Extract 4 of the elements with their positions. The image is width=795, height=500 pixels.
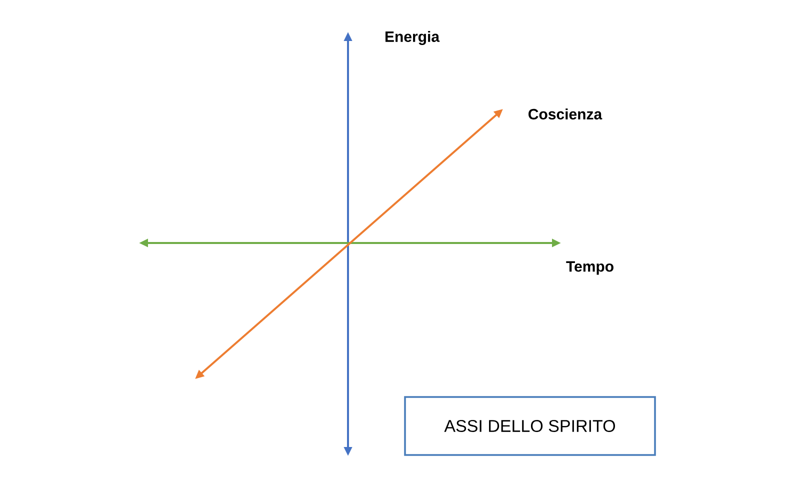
axis-label: Energia: [386, 30, 440, 46]
axis-label: Coscienza: [528, 108, 602, 120]
title-box: ASSI DELLO SPIRITO: [404, 396, 656, 456]
axis-label: Tempo: [566, 261, 614, 275]
